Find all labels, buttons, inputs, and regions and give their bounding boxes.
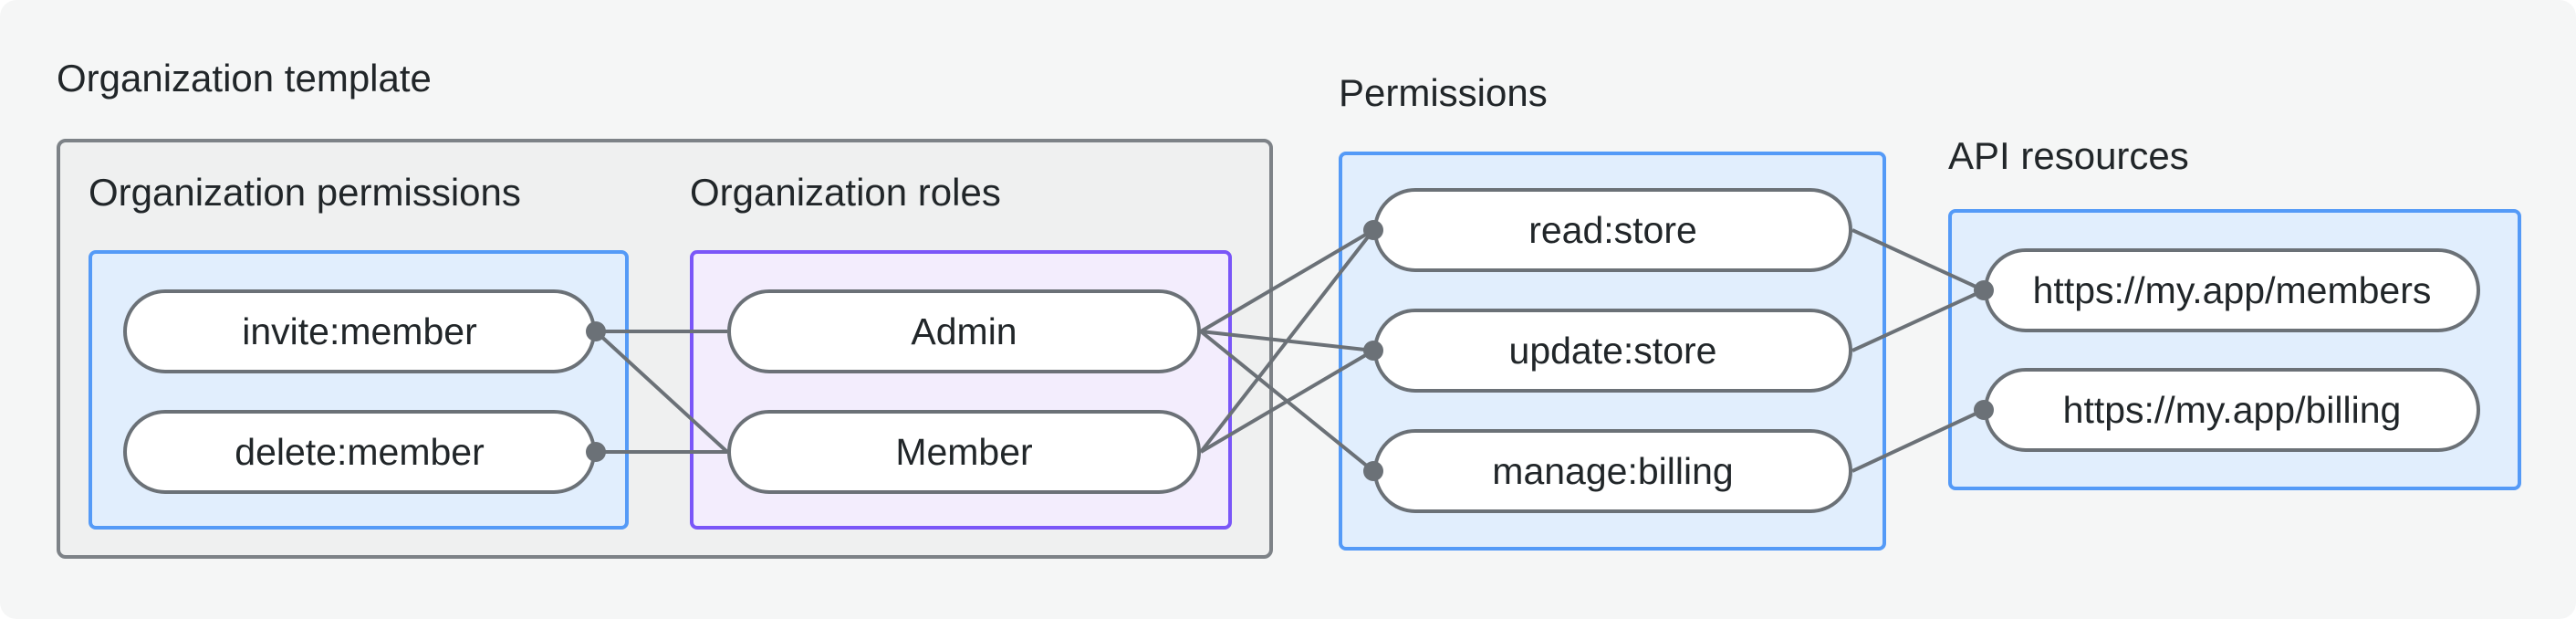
organization-roles-label: Organization roles (690, 171, 1001, 214)
node-manage-billing: manage:billing (1373, 429, 1852, 513)
node-member-role: Member (727, 410, 1201, 494)
node-update-store: update:store (1373, 309, 1852, 393)
node-members-api-resource: https://my.app/members (1984, 248, 2480, 332)
node-admin-role: Admin (727, 289, 1201, 373)
node-billing-api-resource: https://my.app/billing (1984, 368, 2480, 452)
node-delete-member: delete:member (123, 410, 596, 494)
node-read-store: read:store (1373, 188, 1852, 272)
permissions-label: Permissions (1339, 71, 1548, 114)
node-invite-member: invite:member (123, 289, 596, 373)
organization-template-title: Organization template (57, 57, 432, 100)
organization-permissions-label: Organization permissions (89, 171, 521, 214)
api-resources-label: API resources (1948, 134, 2189, 177)
